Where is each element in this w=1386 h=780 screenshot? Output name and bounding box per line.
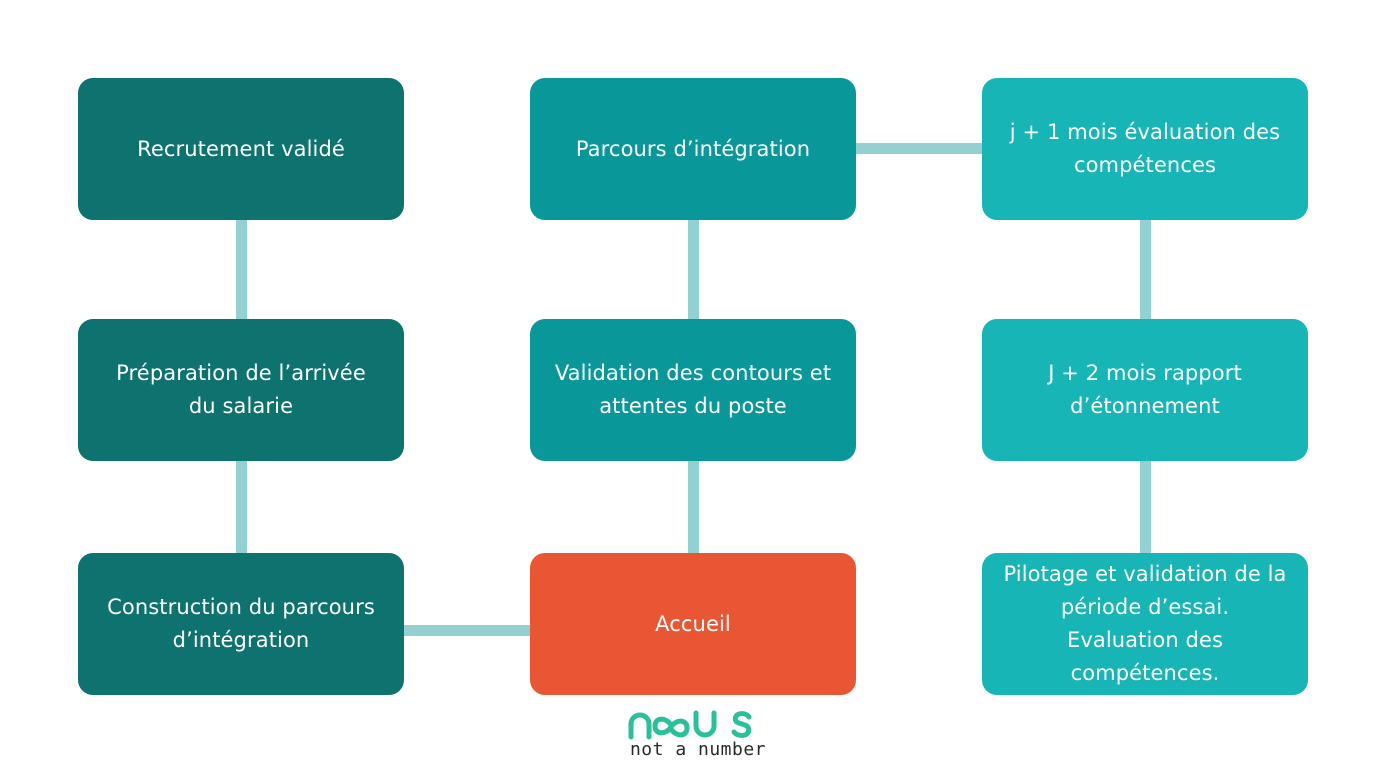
step-pilotage-validation: Pilotage et validation de la période d’e… bbox=[982, 553, 1308, 695]
connector-recrutement-preparation bbox=[236, 220, 247, 319]
step-preparation-arrivee: Préparation de l’arrivée du salarie bbox=[78, 319, 404, 461]
step-label: Préparation de l’arrivée du salarie bbox=[116, 361, 366, 418]
noous-wordmark-logo bbox=[628, 710, 752, 740]
step-label: j + 1 mois évaluation des compétences bbox=[1009, 120, 1281, 177]
step-label: Construction du parcours d’intégration bbox=[107, 595, 375, 652]
step-label: Parcours d’intégration bbox=[575, 136, 811, 161]
connector-j2-pilotage bbox=[1140, 461, 1151, 553]
step-parcours-integration: Parcours d’intégration bbox=[530, 78, 856, 220]
step-label: Pilotage et validation de la période d’e… bbox=[1003, 562, 1287, 685]
connector-parcours-j1 bbox=[856, 143, 982, 154]
step-accueil: Accueil bbox=[530, 553, 856, 695]
logo-tagline: not a number bbox=[629, 739, 767, 760]
step-construction-parcours: Construction du parcours d’intégration bbox=[78, 553, 404, 695]
step-recrutement-valide: Recrutement validé bbox=[78, 78, 404, 220]
connector-validation-parcours bbox=[688, 220, 699, 319]
step-label: J + 2 mois rapport d’étonnement bbox=[1048, 361, 1242, 418]
step-label: Recrutement validé bbox=[137, 136, 345, 161]
connector-accueil-validation bbox=[688, 461, 699, 553]
noous-logo: not a number bbox=[608, 706, 788, 760]
connector-construction-accueil bbox=[404, 625, 530, 636]
step-label: Accueil bbox=[655, 611, 731, 636]
step-validation-contours: Validation des contours et attentes du p… bbox=[530, 319, 856, 461]
connector-preparation-construction bbox=[236, 461, 247, 553]
step-j1-evaluation: j + 1 mois évaluation des compétences bbox=[982, 78, 1308, 220]
connector-j1-j2 bbox=[1140, 220, 1151, 319]
step-j2-rapport: J + 2 mois rapport d’étonnement bbox=[982, 319, 1308, 461]
step-label: Validation des contours et attentes du p… bbox=[554, 361, 832, 418]
